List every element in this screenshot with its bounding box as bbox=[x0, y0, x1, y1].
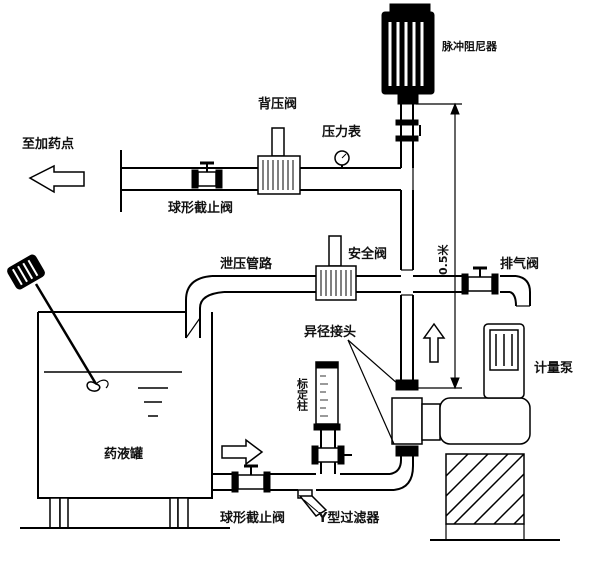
ball-valve-top-icon bbox=[191, 161, 223, 189]
main-vertical-pipe bbox=[400, 104, 414, 380]
damper-valve-icon bbox=[395, 119, 421, 142]
pressure-gauge-icon bbox=[334, 150, 350, 168]
relief-pipe-label: 泄压管路 bbox=[220, 256, 273, 272]
middle-horizontal-pipe bbox=[185, 269, 531, 339]
ball-valve-top-label: 球形截止阀 bbox=[168, 200, 233, 216]
up-arrow-icon bbox=[422, 322, 446, 363]
dimension-line bbox=[416, 102, 462, 390]
to-dosing-point-label: 至加药点 bbox=[22, 136, 74, 152]
calibration-column-label: 标定柱 bbox=[296, 377, 310, 412]
pulse-damper-label: 脉冲阻尼器 bbox=[441, 39, 498, 53]
suction-pipe bbox=[212, 450, 414, 491]
back-pressure-valve-icon bbox=[257, 127, 301, 195]
reducer-joint-icon bbox=[347, 339, 423, 457]
calibration-column-icon bbox=[311, 361, 352, 474]
y-filter-icon bbox=[297, 489, 328, 517]
left-arrow-icon bbox=[28, 164, 85, 194]
pulse-damper-icon bbox=[381, 3, 435, 105]
safety-valve-icon bbox=[315, 235, 357, 301]
vent-valve-label: 排气阀 bbox=[500, 256, 539, 272]
reducer-joint-label: 异径接头 bbox=[304, 324, 356, 340]
ball-valve-bottom-icon bbox=[231, 464, 271, 493]
vent-valve-icon bbox=[461, 266, 499, 295]
agitator-icon bbox=[7, 254, 109, 392]
distance-label: 0.5米 bbox=[436, 244, 450, 275]
safety-valve-label: 安全阀 bbox=[348, 246, 387, 262]
y-filter-label: Y型过滤器 bbox=[317, 510, 380, 526]
metering-pump-icon bbox=[421, 323, 560, 541]
tank-label: 药液罐 bbox=[104, 446, 143, 462]
pressure-gauge-label: 压力表 bbox=[322, 124, 362, 140]
metering-pump-label: 计量泵 bbox=[534, 360, 573, 376]
ball-valve-bottom-label: 球形截止阀 bbox=[220, 510, 285, 526]
right-arrow-icon bbox=[221, 438, 264, 466]
top-horizontal-pipe bbox=[122, 167, 414, 191]
tank-icon bbox=[20, 311, 230, 529]
back-pressure-valve-label: 背压阀 bbox=[258, 96, 297, 112]
